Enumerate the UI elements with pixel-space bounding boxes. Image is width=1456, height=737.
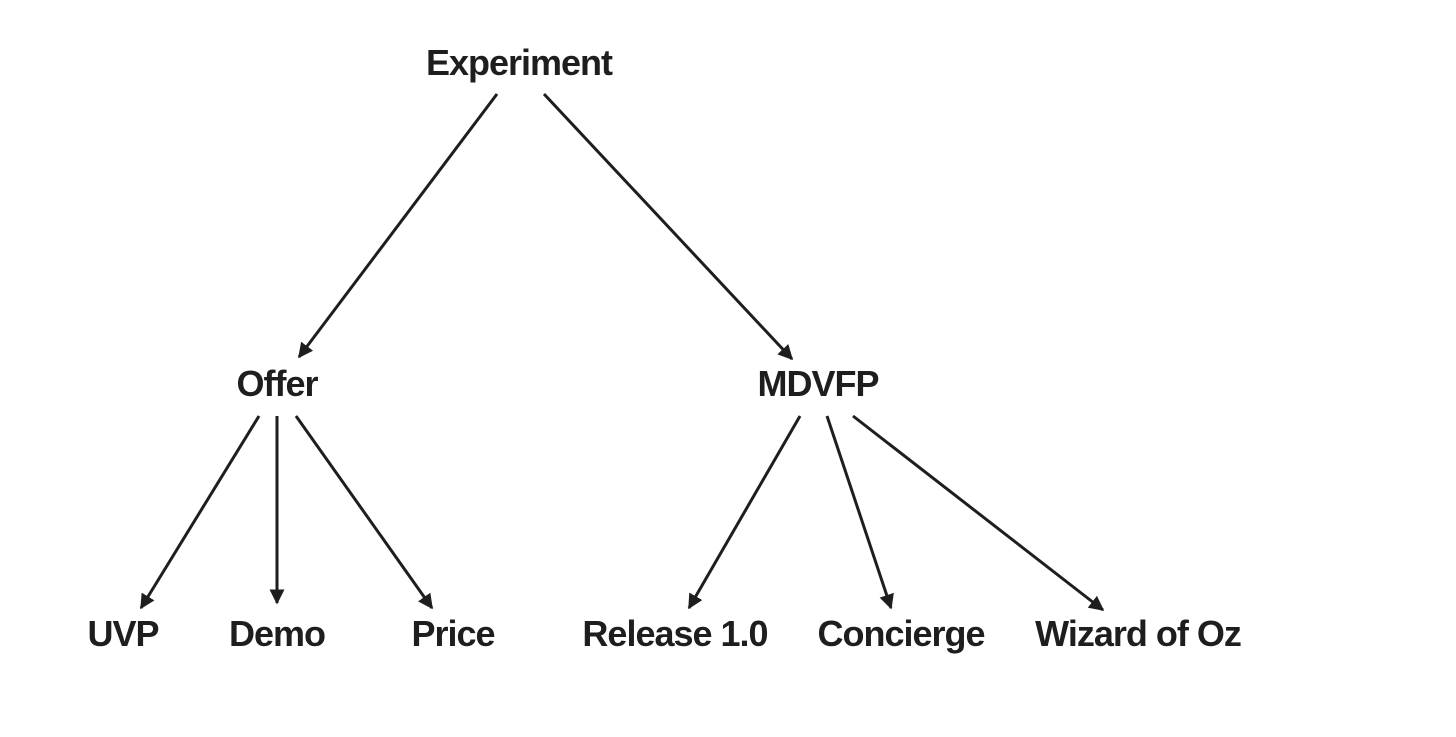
node-experiment: Experiment (426, 42, 613, 83)
node-mdvfp: MDVFP (758, 363, 879, 404)
node-price: Price (411, 613, 494, 654)
node-demo: Demo (229, 613, 325, 654)
edge-experiment-mdvfp (542, 92, 794, 361)
node-wizard: Wizard of Oz (1035, 613, 1241, 654)
edge-mdvfp-concierge (825, 415, 894, 610)
node-concierge: Concierge (817, 613, 984, 654)
edge-mdvfp-release (687, 415, 802, 610)
node-release: Release 1.0 (582, 613, 767, 654)
edge-offer-price (294, 415, 434, 610)
edge-mdvfp-wizard (852, 414, 1105, 612)
edge-experiment-offer (297, 93, 499, 359)
edge-offer-uvp (139, 415, 261, 610)
node-offer: Offer (236, 363, 318, 404)
node-uvp: UVP (87, 613, 158, 654)
